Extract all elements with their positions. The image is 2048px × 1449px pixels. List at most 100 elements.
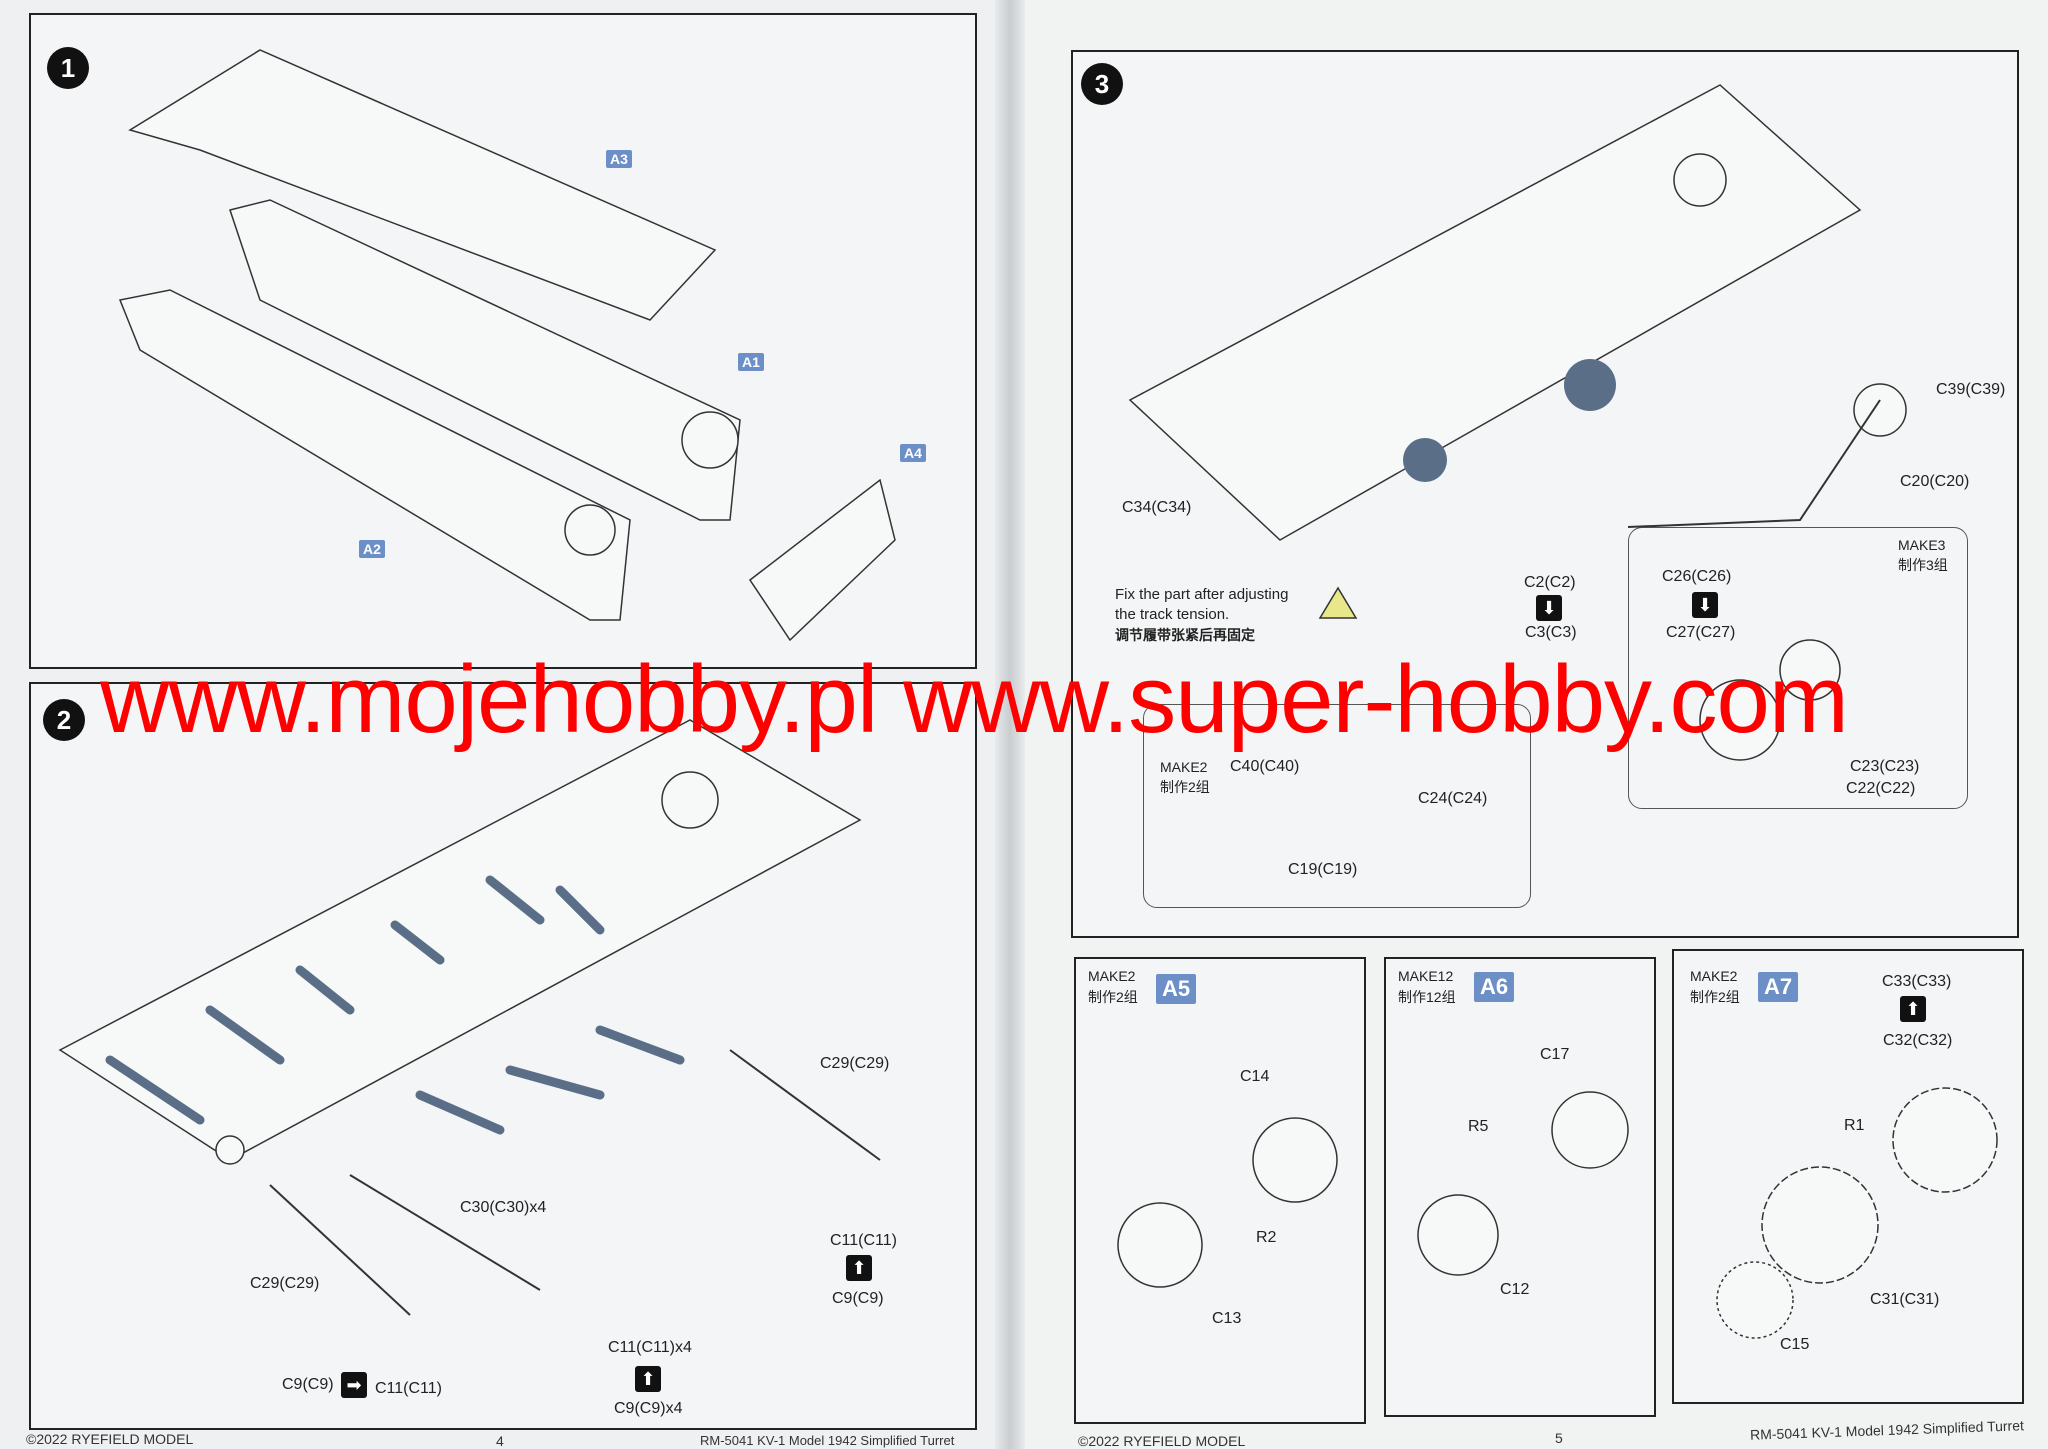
right-copyright: ©2022 RYEFIELD MODEL [1078,1433,1246,1449]
warning-icon [1318,586,1358,619]
make2-subpanel [1143,704,1531,908]
make3-title-zh: 制作3组 [1898,557,1948,573]
step-number-2: 2 [43,699,85,741]
note-en-line1: Fix the part after adjusting [1115,586,1289,603]
a7-make: MAKE2 [1690,968,1738,984]
part-label: C26(C26) [1662,568,1732,585]
sprocket-c32 [1892,1087,1998,1193]
wheel-c17 [1551,1091,1629,1169]
part-label: C32(C32) [1883,1032,1953,1049]
part-label: C19(C19) [1288,861,1358,878]
a5-make-zh: 制作2组 [1088,989,1138,1005]
part-label: C12 [1500,1281,1530,1298]
part-label: C30(C30)x4 [460,1199,547,1216]
part-label: C11(C11) [375,1380,442,1397]
make3-subpanel [1628,527,1968,809]
part-badge-a4: A4 [900,444,926,462]
step3-hull [1128,84,1862,541]
part-label: C15 [1780,1336,1810,1353]
wheel-c12 [1417,1194,1499,1276]
part-label: C40(C40) [1230,758,1300,775]
hull-hole [661,771,719,829]
arrow-up-icon: ⬆ [1900,996,1926,1022]
part-label: C20(C20) [1900,473,1970,490]
left-footer-title: RM-5041 KV-1 Model 1942 Simplified Turre… [700,1433,955,1448]
part-label: C24(C24) [1418,790,1488,807]
hull-hole [215,1135,245,1165]
part-label: C23(C23) [1850,758,1920,775]
part-label: C9(C9) [282,1376,334,1393]
part-label: C14 [1240,1068,1270,1085]
part-badge-a3: A3 [606,150,632,168]
step2-hull [58,719,862,1161]
arrow-up-icon: ⬆ [635,1366,661,1392]
sprocket-c31 [1761,1166,1879,1284]
note-zh: 调节履带张紧后再固定 [1115,627,1255,643]
part-label: R5 [1468,1118,1489,1135]
part-label: C39(C39) [1936,381,2006,398]
part-label: C2(C2) [1524,574,1576,591]
torsion-bars [105,875,685,1135]
arrow-down-icon: ⬇ [1692,592,1718,618]
left-copyright: ©2022 RYEFIELD MODEL [26,1431,194,1447]
callout-line [1627,399,1881,528]
make2-title-zh: 制作2组 [1160,779,1210,795]
arrow-right-icon: ➡ [341,1372,367,1398]
part-label: C27(C27) [1666,624,1736,641]
part-badge-a1: A1 [738,353,764,371]
axle-rod [349,1174,541,1291]
part-label: C29(C29) [820,1055,890,1072]
part-label: C31(C31) [1870,1291,1940,1308]
axle-rod [729,1049,881,1161]
a5-make: MAKE2 [1088,968,1136,984]
idler-hole [681,411,739,469]
cap-c15 [1716,1261,1794,1339]
part-label: C33(C33) [1882,973,1952,990]
subassembly-a6-panel [1384,957,1656,1417]
a6-make-zh: 制作12组 [1398,989,1456,1005]
part-label: C11(C11)x4 [608,1339,692,1356]
part-label: C11(C11) [830,1232,897,1249]
wheel-hub [1564,359,1616,411]
part-badge-a2: A2 [359,540,385,558]
watermark-text: www.mojehobby.pl www.super-hobby.com [100,646,1849,753]
part-label: C29(C29) [250,1275,320,1292]
wheel-hub [1403,438,1447,482]
a6-badge: A6 [1474,972,1515,1002]
hull-front-a4 [748,478,896,642]
a7-make-zh: 制作2组 [1690,989,1740,1005]
axle-rod [269,1184,411,1316]
hull-side-a2 [118,289,631,621]
wheel-c13 [1117,1202,1203,1288]
idler-hole [564,504,616,556]
part-label: C22(C22) [1846,780,1916,797]
wheel-c27 [1699,679,1781,761]
part-label: C9(C9) [832,1290,884,1307]
right-page-number: 5 [1555,1430,1563,1446]
step-number-3: 3 [1081,63,1123,105]
hull-hole [1673,153,1727,207]
part-label: C3(C3) [1525,624,1577,641]
wheel-c23 [1779,639,1841,701]
arrow-up-icon: ⬆ [846,1255,872,1281]
arrow-down-icon: ⬇ [1536,595,1562,621]
part-label: C34(C34) [1122,499,1192,516]
hull-floor-a3 [128,49,717,321]
part-label: C13 [1212,1310,1242,1327]
make3-title: MAKE3 [1898,537,1946,553]
left-page-number: 4 [496,1433,504,1449]
make2-title: MAKE2 [1160,759,1208,775]
hull-side-a1 [229,199,741,521]
part-label: C17 [1540,1046,1570,1063]
wheel-c14 [1252,1117,1338,1203]
part-label: R1 [1844,1117,1865,1134]
a5-badge: A5 [1156,974,1197,1004]
part-label: R2 [1256,1229,1277,1246]
step-number-1: 1 [47,47,89,89]
part-label: C9(C9)x4 [614,1400,683,1417]
note-en-line2: the track tension. [1115,606,1230,623]
a7-badge: A7 [1758,972,1799,1002]
a6-make: MAKE12 [1398,968,1454,984]
booklet-spine [995,0,1025,1449]
